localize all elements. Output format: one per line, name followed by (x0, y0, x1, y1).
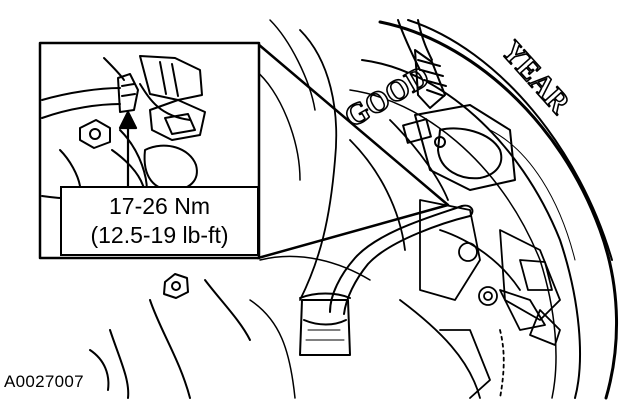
torque-value-nm: 17-26 Nm (109, 193, 210, 219)
tire: GOOD YEAR (338, 19, 618, 400)
fluid-collection-bottle (299, 292, 351, 356)
brake-rotor-and-caliper (299, 29, 561, 399)
callout-arrow (118, 110, 138, 188)
torque-spec-box: 17-26 Nm (12.5-19 lb-ft) (60, 186, 259, 256)
bleeder-valve-main (397, 19, 516, 191)
hub-bolts (89, 273, 251, 399)
figure-id: A0027007 (4, 372, 84, 391)
torque-value-lbft: (12.5-19 lb-ft) (90, 222, 229, 248)
tire-brand-goodyear-part2: YEAR (495, 35, 577, 121)
background-linework (249, 19, 371, 399)
bleed-hose (329, 204, 474, 315)
callout-leader-lines (256, 42, 450, 260)
